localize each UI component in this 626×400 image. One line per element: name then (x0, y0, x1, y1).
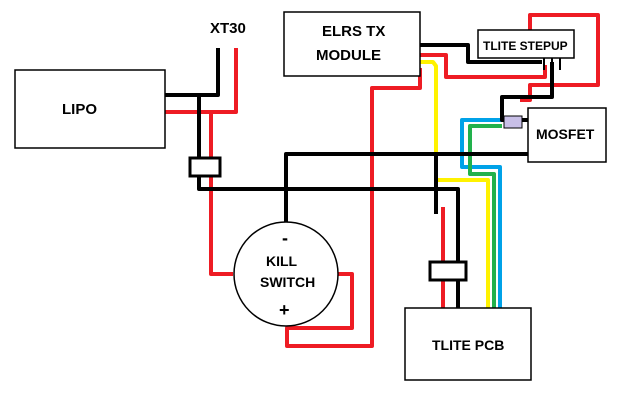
lipo-box (14, 69, 166, 149)
tlite-stepup-box (477, 29, 575, 59)
kill-switch-minus-label: - (282, 228, 288, 248)
wire-black-mosfet-ground (284, 152, 528, 189)
lipo-label: LIPO (62, 101, 97, 118)
wire-red-stepup-to-mosfet (520, 13, 600, 102)
kill-switch-circle (233, 221, 339, 327)
kill-switch-label-line2: SWITCH (260, 274, 315, 290)
elrs-tx-module-box (283, 11, 421, 77)
wire-blue-signal (460, 118, 502, 308)
wire-black-xt30 (199, 48, 220, 97)
wire-black-ground-bus (284, 187, 460, 308)
wire-black-lipo-negative (165, 93, 286, 191)
xt30-label: XT30 (210, 20, 246, 37)
tlite-stepup-label: TLITE STEPUP (483, 39, 568, 53)
mosfet-label: MOSFET (536, 126, 595, 142)
wire-red-switch-output (285, 68, 422, 348)
wire-red-elrs-to-stepup (420, 53, 547, 79)
inline-connector-pcb (428, 260, 468, 282)
inline-connector-lipo (188, 156, 222, 178)
kill-switch-plus-label: + (279, 300, 290, 320)
wire-red-lipo-positive (165, 110, 233, 276)
mosfet-signal-connector (503, 115, 523, 129)
elrs-tx-module-label-line1: ELRS TX (322, 23, 385, 40)
wire-yellow-signal (420, 60, 490, 308)
tlite-pcb-label: TLITE PCB (432, 337, 504, 353)
elrs-tx-module-label-line2: MODULE (316, 47, 381, 64)
wire-black-elrs-to-stepup (420, 43, 542, 64)
tlite-pcb-box (404, 307, 532, 381)
wire-green-signal (468, 124, 502, 308)
kill-switch-label-line1: KILL (266, 253, 298, 269)
wire-red-xt30 (211, 48, 238, 114)
mosfet-box (527, 107, 607, 163)
